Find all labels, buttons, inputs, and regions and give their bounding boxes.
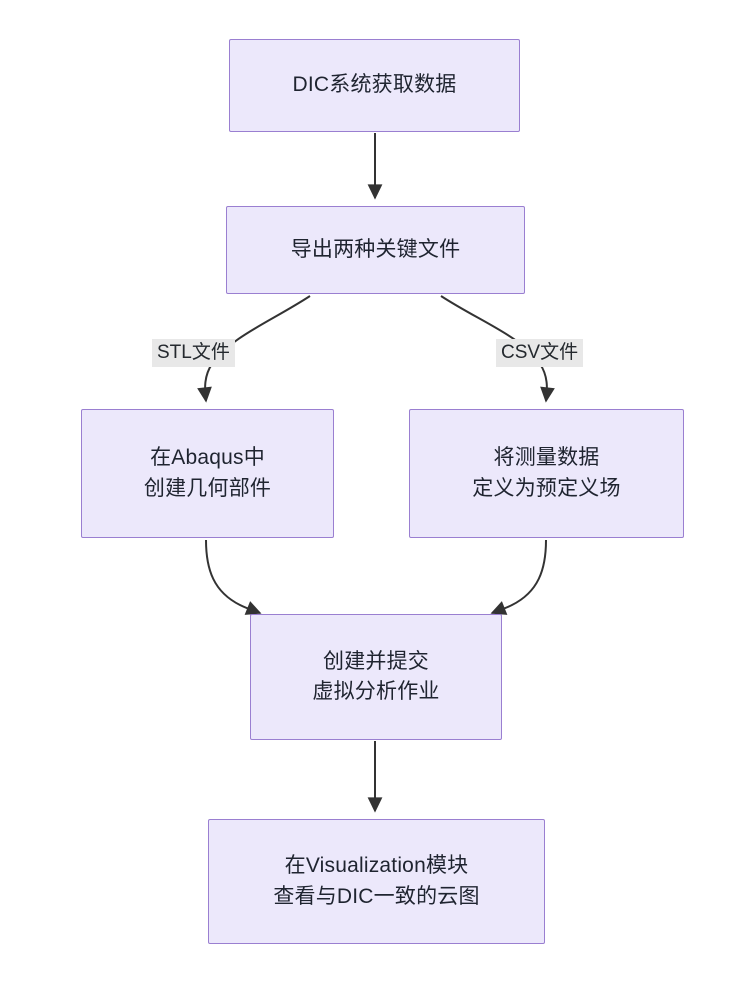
- edge-label-stl-file: STL文件: [152, 339, 235, 367]
- node-label-line: 导出两种关键文件: [290, 237, 461, 261]
- edge-label-csv-file: CSV文件: [496, 339, 584, 367]
- node-dic-acquire-data[interactable]: DIC系统获取数据: [229, 39, 520, 132]
- node-label-line: 虚拟分析作业: [312, 680, 440, 703]
- node-label-line: 在Visualization模块: [284, 854, 469, 878]
- edge-predefined-to-submit: [490, 539, 547, 615]
- node-label-line: 创建并提交: [323, 649, 429, 673]
- node-label-line: 定义为预定义场: [472, 476, 621, 500]
- node-view-contour-in-visualization-module[interactable]: 在Visualization模块 查看与DIC一致的云图: [208, 819, 545, 944]
- node-label-line: 在Abaqus中: [150, 446, 265, 470]
- node-label-line: DIC系统获取数据: [292, 73, 457, 97]
- node-label-line: 查看与DIC一致的云图: [273, 884, 480, 908]
- edge-geometry-to-submit: [205, 539, 262, 615]
- node-export-two-key-files[interactable]: 导出两种关键文件: [226, 206, 525, 294]
- node-label-line: 将测量数据: [493, 446, 600, 470]
- node-label-line: 创建几何部件: [143, 476, 272, 500]
- node-create-geometry-part-in-abaqus[interactable]: 在Abaqus中 创建几何部件: [81, 409, 334, 538]
- node-create-and-submit-virtual-job[interactable]: 创建并提交 虚拟分析作业: [250, 614, 502, 740]
- node-define-measured-data-as-predefined-field[interactable]: 将测量数据 定义为预定义场: [409, 409, 684, 538]
